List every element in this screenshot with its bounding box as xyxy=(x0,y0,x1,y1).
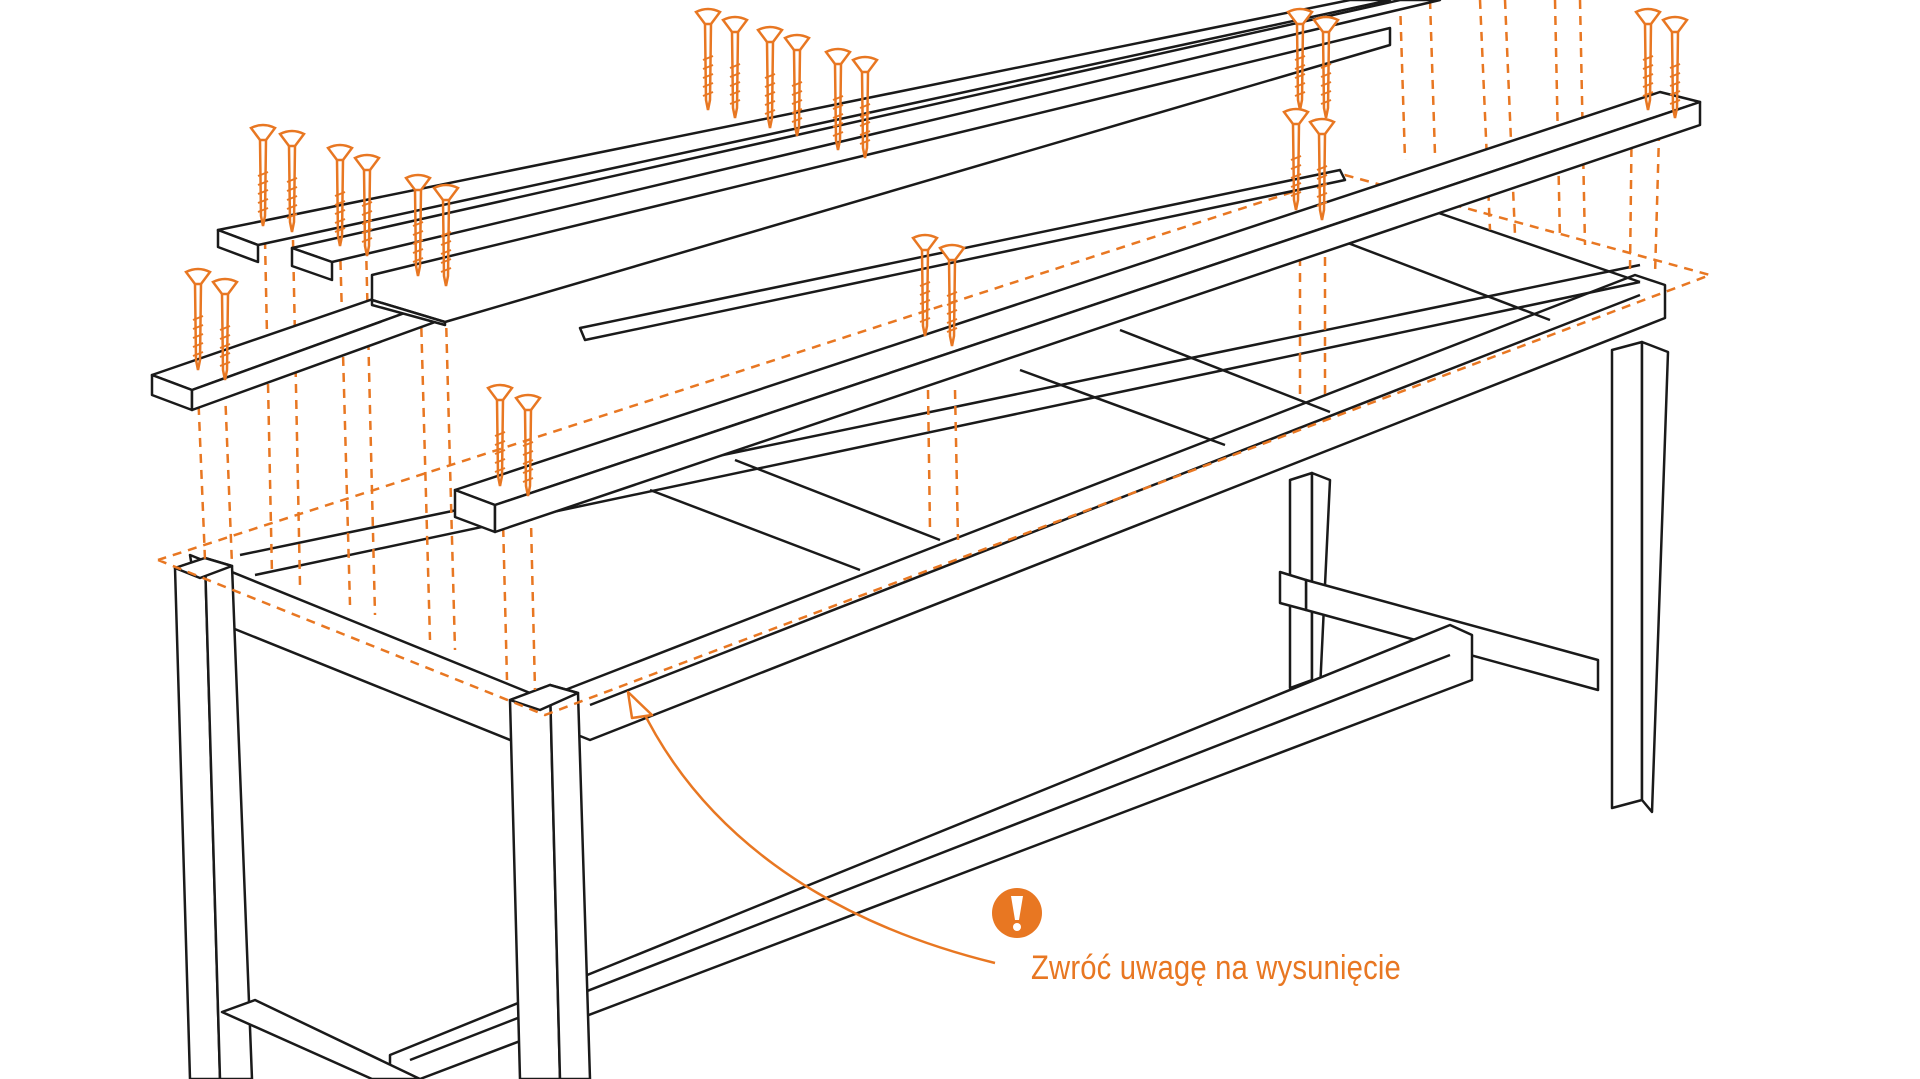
screw-icon xyxy=(278,129,306,233)
screw-icon xyxy=(694,7,722,111)
screw-icon xyxy=(326,143,354,247)
screw-icon xyxy=(249,123,277,227)
screw-icon xyxy=(1286,7,1314,111)
screw-icon xyxy=(1634,7,1662,111)
screw-icon xyxy=(1661,15,1689,119)
frame-ribs xyxy=(649,208,1641,572)
plank-strip xyxy=(578,168,1347,342)
screw-icon xyxy=(783,33,811,137)
screw-icon xyxy=(211,277,239,381)
screw-icon xyxy=(756,25,784,129)
screw-icon xyxy=(432,183,460,287)
callout-arrow xyxy=(626,690,996,965)
screw-icon xyxy=(514,393,542,497)
tabletop-planks xyxy=(150,0,1702,534)
warning-exclamation-icon xyxy=(992,888,1042,938)
annotation-note: Zwróć uwagę na wysunięcie xyxy=(1031,949,1401,987)
screw-icon xyxy=(721,15,749,119)
screw-icon xyxy=(1312,15,1340,119)
screw-icon xyxy=(486,383,514,487)
plank-back-3 xyxy=(370,26,1392,324)
screw-icon xyxy=(353,153,381,257)
screw-guide-lines xyxy=(196,0,1662,691)
screw-icon xyxy=(1282,107,1310,211)
screw-icon xyxy=(184,267,212,371)
screw-icon xyxy=(851,55,879,159)
screws xyxy=(184,7,1689,497)
screw-icon xyxy=(824,47,852,151)
table-frame xyxy=(173,208,1670,1079)
screw-icon xyxy=(911,233,939,337)
screw-icon xyxy=(938,243,966,347)
screw-icon xyxy=(404,173,432,277)
screw-icon xyxy=(1308,117,1336,221)
